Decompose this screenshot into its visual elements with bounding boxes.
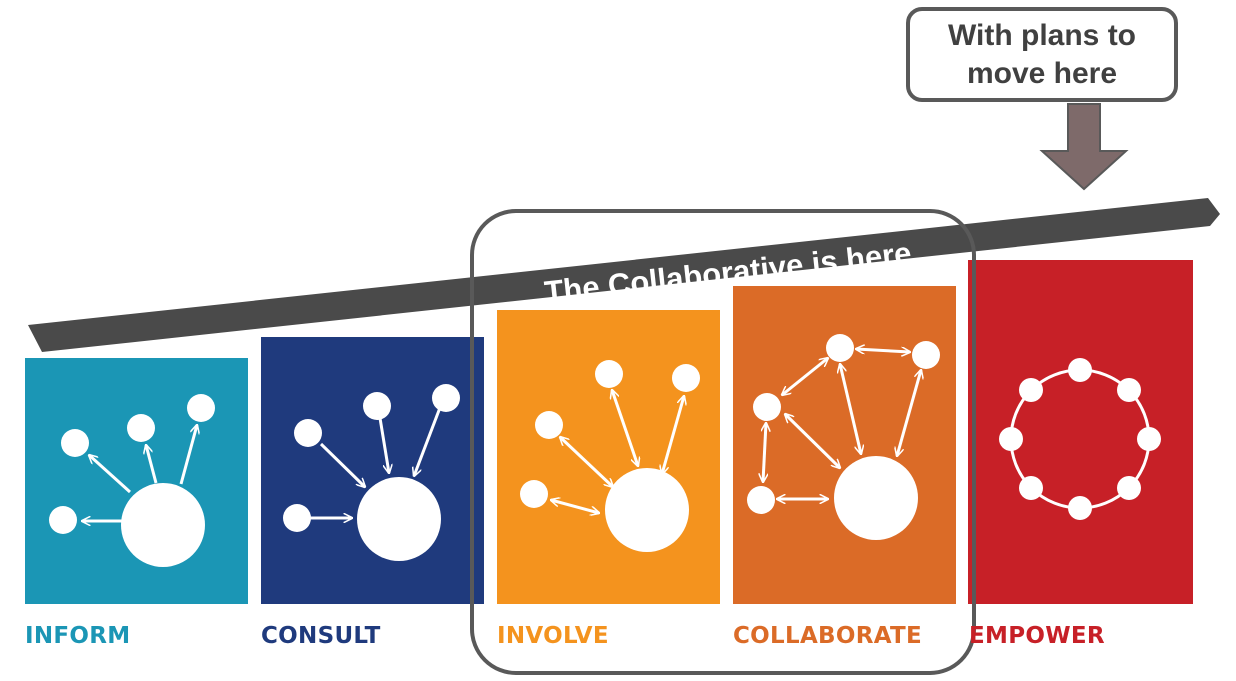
down-arrow-icon: [1039, 103, 1129, 191]
involve-panel: [497, 310, 720, 604]
current-position-outline: [470, 209, 976, 675]
empower-label: EMPOWER: [969, 623, 1105, 649]
inform-label: INFORM: [25, 623, 131, 649]
circle-of-peers-icon: [999, 358, 1161, 520]
inbound-arrows-icon: [310, 404, 443, 518]
involve-nodes: [520, 360, 700, 552]
consult-panel: [261, 337, 484, 604]
consult-label: CONSULT: [261, 623, 381, 649]
callout-text: With plans to move here: [947, 18, 1137, 90]
inform-panel: [25, 358, 248, 604]
collaborate-nodes: [747, 334, 940, 540]
collaborate-label: COLLABORATE: [733, 623, 923, 649]
involve-label: INVOLVE: [497, 623, 609, 649]
plans-callout: With plans to move here: [906, 7, 1178, 102]
collaborate-panel: [733, 286, 956, 604]
inform-nodes: [49, 394, 215, 567]
consult-nodes: [283, 384, 460, 561]
ribbon-arrow-icon: [28, 198, 1220, 352]
two-way-arrows-icon: [551, 390, 684, 513]
network-icon: [763, 349, 921, 499]
broadcast-arrows-icon: [82, 425, 197, 521]
